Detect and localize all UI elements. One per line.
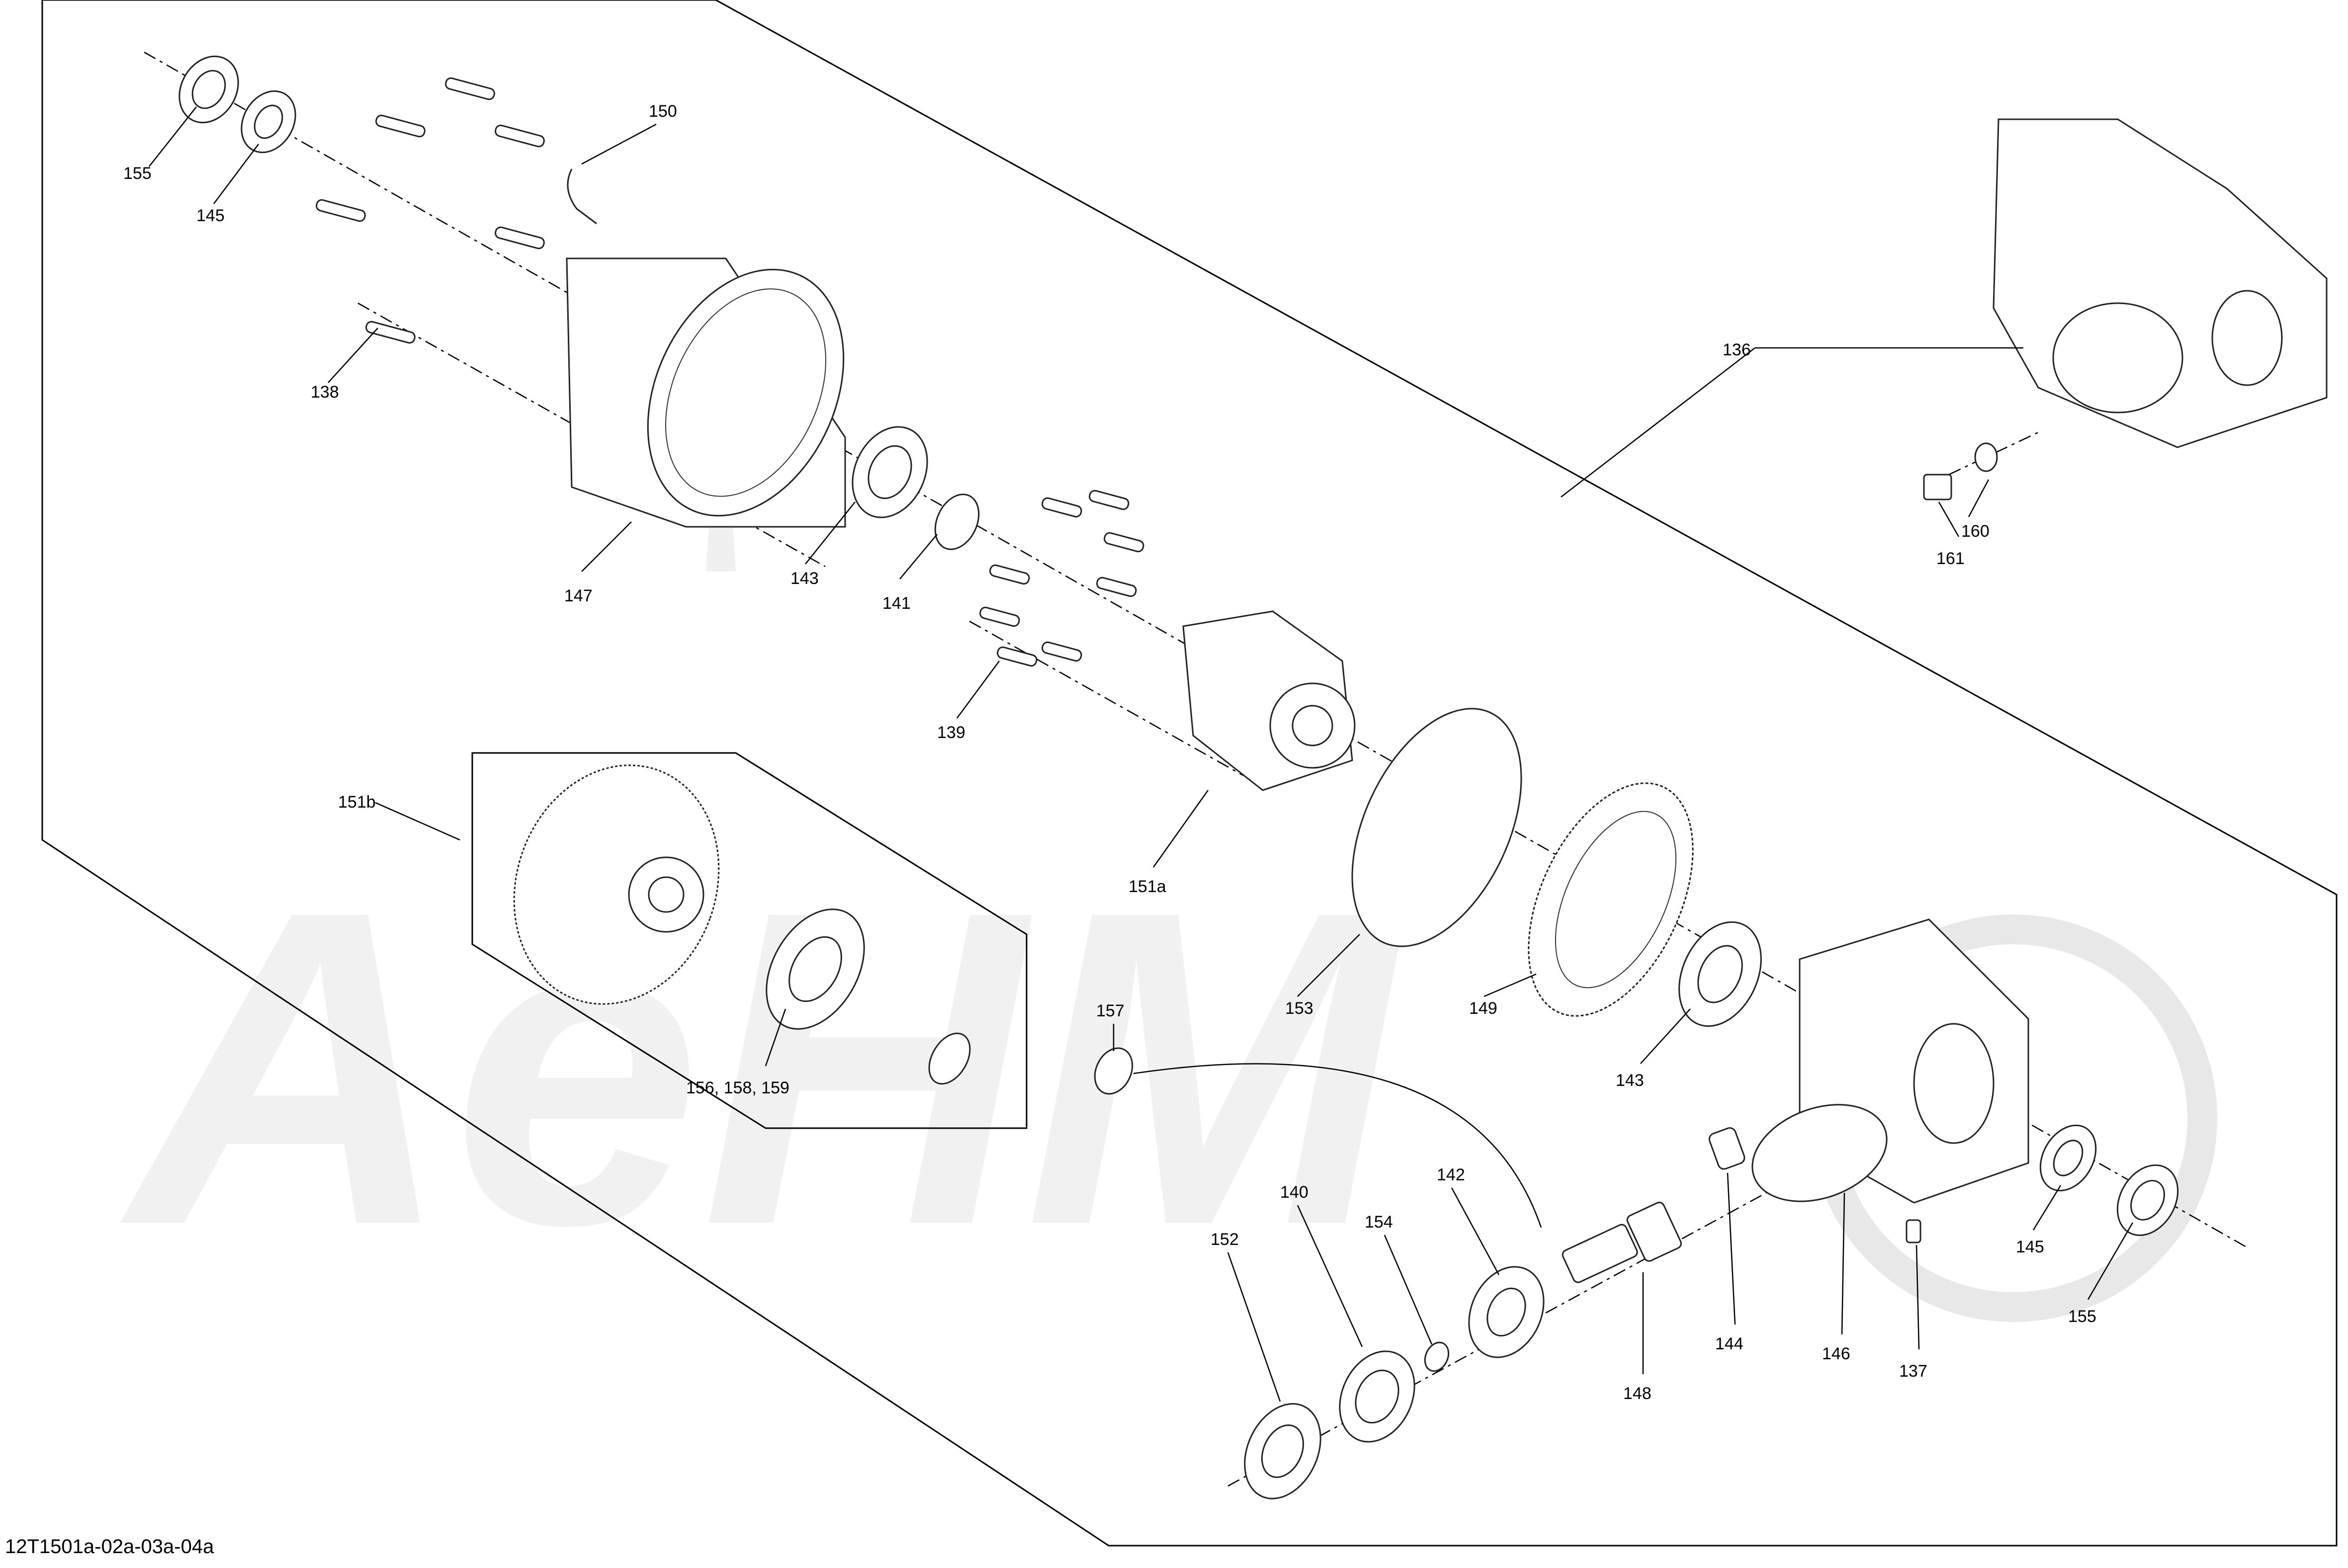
callout-143-right: 143 [1616, 1071, 1644, 1090]
callout-149: 149 [1469, 999, 1497, 1018]
part-155-seal-right [2116, 1164, 2179, 1237]
callout-150: 150 [649, 102, 677, 121]
callout-151b: 151b [338, 793, 376, 812]
bolt-group-138 [316, 77, 545, 344]
callout-155: 155 [123, 164, 152, 183]
callout-142: 142 [1437, 1165, 1465, 1184]
part-152-seal [1244, 1403, 1321, 1499]
part-156-washer [766, 908, 865, 1030]
leader-lines [149, 106, 2134, 1402]
part-150-breather [567, 168, 597, 225]
diagram-frame [41, 0, 2338, 1547]
part-141-ring [934, 494, 980, 550]
part-145-bearing-top [241, 90, 296, 154]
part-155-seal-top [178, 55, 239, 124]
callout-145: 145 [196, 206, 225, 225]
watermark-text: AeHM [115, 818, 1409, 1318]
part-137-plug [1906, 1219, 1921, 1243]
callout-157: 157 [1096, 1001, 1125, 1020]
callout-152: 152 [1211, 1230, 1239, 1249]
callout-138: 138 [311, 383, 339, 402]
part-143-bearing-left [852, 426, 928, 518]
callout-136: 136 [1723, 340, 1751, 359]
callout-155-right: 155 [2068, 1307, 2096, 1326]
callout-141: 141 [882, 594, 911, 613]
callout-160: 160 [1961, 522, 1990, 541]
callout-139: 139 [937, 723, 965, 742]
part-144-needle-bearing [1708, 1127, 1745, 1170]
part-161-bolt [1923, 474, 1952, 500]
bolt-group-139 [979, 490, 1144, 667]
part-149-ring-gear [1528, 782, 1694, 1017]
callout-154: 154 [1365, 1213, 1393, 1232]
callout-161: 161 [1936, 549, 1965, 568]
part-140-nut [1339, 1350, 1415, 1443]
part-136-assembly [1993, 118, 2328, 448]
callout-143-left: 143 [790, 569, 819, 588]
callout-145-right: 145 [2016, 1238, 2044, 1256]
part-146-housing [1751, 918, 2029, 1204]
callout-156-158-159: 156, 158, 159 [686, 1078, 789, 1097]
part-154-ring [1424, 1341, 1450, 1372]
callout-140: 140 [1280, 1183, 1308, 1202]
callout-148: 148 [1623, 1384, 1652, 1403]
callouts: 155 145 150 138 147 143 141 139 151a 151… [123, 102, 2096, 1403]
callout-137: 137 [1899, 1362, 1927, 1381]
part-147-housing [566, 257, 846, 528]
callout-151a: 151a [1129, 877, 1166, 896]
callout-146: 146 [1822, 1344, 1850, 1363]
part-157-ring [1094, 1047, 1133, 1095]
leader-157-arc [1133, 1063, 1542, 1228]
part-143-bearing-right [1678, 921, 1762, 1027]
part-148-pinion [1562, 1201, 1682, 1283]
document-reference: 12T1501a-02a-03a-04a [5, 1536, 214, 1558]
part-151b-diff-assembly [513, 764, 720, 1005]
part-145-bearing-right [2039, 1124, 2097, 1192]
inset-box-151b [471, 752, 1028, 1129]
part-160-washer [1974, 442, 1998, 472]
callout-144: 144 [1715, 1334, 1743, 1353]
part-142-bearing [1468, 1266, 1545, 1358]
part-151a-diff-case [1182, 610, 1356, 791]
axis-bolt-139 [969, 620, 1243, 776]
part-159-circlip [928, 1032, 971, 1085]
axis-drain [1948, 431, 2039, 476]
callout-153: 153 [1285, 999, 1313, 1018]
part-153-oring [1351, 708, 1522, 947]
callout-147: 147 [564, 586, 593, 605]
